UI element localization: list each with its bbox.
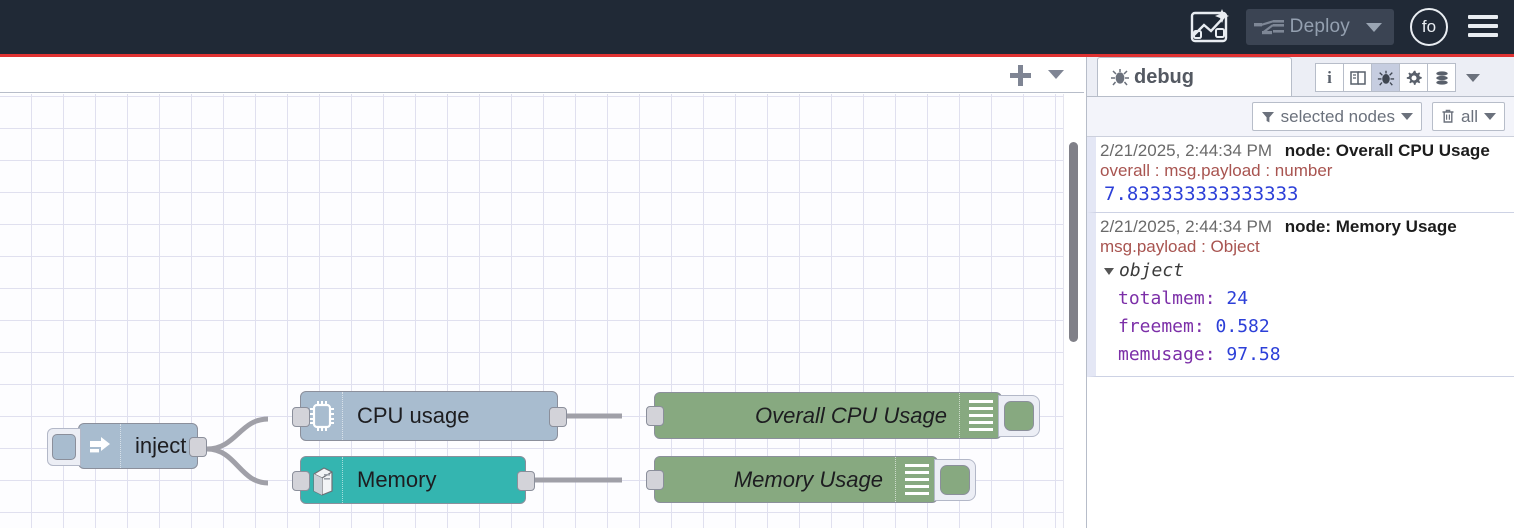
chevron-down-icon[interactable] <box>1048 70 1064 79</box>
node-label: CPU usage <box>357 403 470 428</box>
property-key: memusage: <box>1118 343 1216 365</box>
node-inject[interactable]: inject <box>47 423 207 469</box>
debug-toggle-button[interactable] <box>998 395 1040 437</box>
debug-message-time: 2/21/2025, 2:44:34 PM <box>1100 141 1273 160</box>
tab-debug[interactable]: debug <box>1097 57 1292 96</box>
cpu-chip-icon <box>301 392 343 440</box>
node-output-port[interactable] <box>549 407 567 427</box>
inject-button-inner <box>52 434 76 460</box>
node-label: inject <box>135 433 187 458</box>
bug-icon <box>1111 69 1129 86</box>
object-expand-toggle[interactable]: object <box>1096 257 1514 285</box>
flow-grid[interactable]: inject <box>0 94 1063 528</box>
property-key: totalmem: <box>1118 287 1216 309</box>
debug-toggle-button[interactable] <box>934 459 976 501</box>
node-overall-cpu-usage[interactable]: Overall CPU Usage <box>646 392 1040 439</box>
node-output-port[interactable] <box>517 471 535 491</box>
right-sidebar: debug i <box>1086 57 1514 528</box>
plus-icon[interactable] <box>1006 61 1034 89</box>
node-label: Memory <box>357 467 437 492</box>
trash-icon <box>1442 109 1454 123</box>
sidebar-tool-buttons: i <box>1315 63 1480 96</box>
debug-message[interactable]: 2/21/2025, 2:44:34 PM node: Overall CPU … <box>1087 137 1514 213</box>
debug-filter-bar: selected nodes all <box>1087 97 1514 137</box>
node-input-port[interactable] <box>646 470 664 490</box>
chevron-down-icon[interactable] <box>1400 113 1413 120</box>
caret-down-icon <box>1104 267 1114 275</box>
debug-message-node: node: Memory Usage <box>1284 217 1457 236</box>
flow-canvas-area: inject <box>0 57 1084 528</box>
node-output-port[interactable] <box>189 437 207 457</box>
arrow-right-icon <box>79 424 121 468</box>
chevron-down-icon[interactable] <box>1366 22 1382 32</box>
node-filter-button[interactable]: selected nodes <box>1251 102 1422 131</box>
avatar[interactable]: fo <box>1410 8 1448 46</box>
info-icon[interactable]: i <box>1315 63 1344 92</box>
node-label: Overall CPU Usage <box>755 402 947 428</box>
deploy-label: Deploy <box>1289 16 1350 37</box>
node-input-port[interactable] <box>646 406 664 426</box>
property-key: freemem: <box>1118 315 1205 337</box>
debug-message-node: node: Overall CPU Usage <box>1284 141 1490 160</box>
gear-icon[interactable] <box>1399 63 1428 92</box>
node-filter-label: selected nodes <box>1280 106 1395 126</box>
debug-message-header: 2/21/2025, 2:44:34 PM node: Overall CPU … <box>1096 141 1514 161</box>
debug-message-time: 2/21/2025, 2:44:34 PM <box>1100 217 1273 236</box>
node-label: Memory Usage <box>733 466 883 492</box>
debug-toggle-inner <box>940 465 970 495</box>
avatar-initials: fo <box>1421 17 1437 36</box>
inject-trigger-button[interactable] <box>47 428 81 466</box>
debug-lines-icon <box>895 457 937 502</box>
debug-message-topic: msg.payload : Object <box>1100 237 1260 256</box>
node-memory[interactable]: Memory <box>292 456 535 504</box>
debug-message-value: 7.833333333333333 <box>1104 183 1299 205</box>
vertical-scrollbar[interactable] <box>1063 94 1084 528</box>
vertical-scrollbar-thumb[interactable] <box>1069 142 1078 342</box>
node-input-port[interactable] <box>292 471 310 491</box>
object-label: object <box>1119 260 1185 281</box>
flow-sparkle-icon[interactable] <box>1188 7 1246 47</box>
database-icon[interactable] <box>1427 63 1456 92</box>
bug-icon[interactable] <box>1371 63 1400 92</box>
debug-message-list[interactable]: 2/21/2025, 2:44:34 PM node: Overall CPU … <box>1087 137 1514 528</box>
hamburger-menu-icon[interactable] <box>1468 15 1498 39</box>
debug-toggle-inner <box>1004 401 1034 431</box>
debug-message-header: 2/21/2025, 2:44:34 PM node: Memory Usage <box>1096 217 1514 237</box>
object-property-row: memusage: 97.58 <box>1096 341 1514 369</box>
deploy-button[interactable]: Deploy <box>1245 9 1394 45</box>
book-icon[interactable] <box>1343 63 1372 92</box>
node-memory-usage[interactable]: Memory Usage <box>646 456 976 503</box>
node-input-port[interactable] <box>292 407 310 427</box>
sidebar-tab-row: debug i <box>1087 57 1514 97</box>
funnel-icon <box>1261 111 1274 122</box>
object-property-row: totalmem: 24 <box>1096 285 1514 313</box>
server-tower-icon <box>301 457 343 503</box>
deploy-icon <box>1253 19 1284 35</box>
header-accent-line <box>0 54 1514 57</box>
node-cpu-usage[interactable]: CPU usage <box>292 391 567 441</box>
chevron-down-icon[interactable] <box>1484 113 1496 120</box>
app-header: Deploy fo <box>0 0 1514 54</box>
object-property-row: freemem: 0.582 <box>1096 313 1514 341</box>
debug-message-topic: overall : msg.payload : number <box>1100 161 1333 180</box>
tab-debug-label: debug <box>1134 65 1194 88</box>
property-value: 24 <box>1226 287 1249 309</box>
chevron-down-icon[interactable] <box>1466 73 1480 82</box>
property-value: 0.582 <box>1215 315 1270 337</box>
debug-message[interactable]: 2/21/2025, 2:44:34 PM node: Memory Usage… <box>1087 213 1514 377</box>
canvas-tab-toolbar <box>0 57 1084 93</box>
clear-label: all <box>1460 106 1478 126</box>
debug-lines-icon <box>959 393 1001 438</box>
clear-messages-button[interactable]: all <box>1431 102 1505 131</box>
property-value: 97.58 <box>1226 343 1281 365</box>
